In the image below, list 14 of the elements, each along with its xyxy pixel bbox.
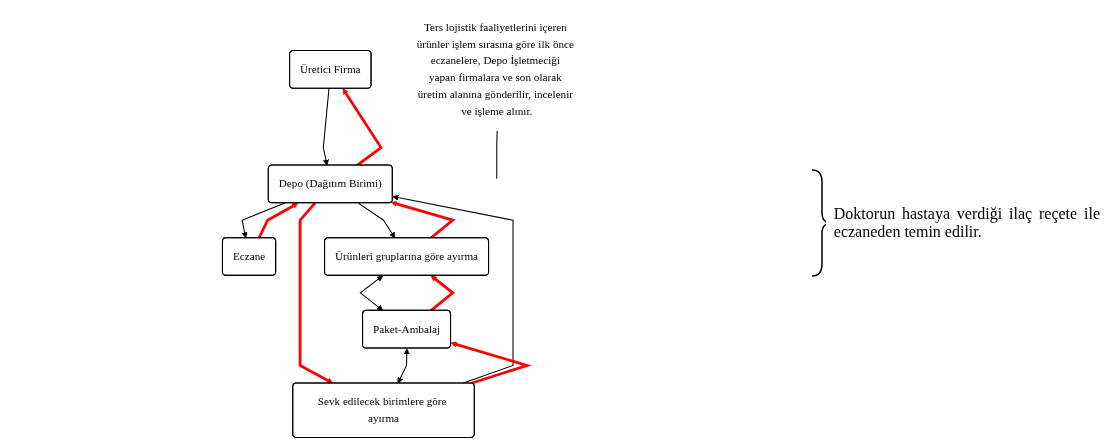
arrow [430, 275, 456, 312]
arrow [359, 275, 384, 311]
connector [496, 129, 498, 180]
note-text: Doktorun hastaya verdiği ilaç reçete ile eczaneden temin edilir. [833, 205, 1100, 241]
arrow [392, 194, 514, 384]
arrow [257, 202, 299, 239]
arrow [397, 348, 410, 384]
arrow [342, 88, 383, 167]
arrow [450, 341, 532, 385]
arrow [322, 88, 330, 166]
arrow [357, 202, 396, 239]
arrow [298, 202, 334, 384]
arrow [241, 202, 286, 239]
node-text: Ters lojistik faaliyetlerini içeren ürünler işlem sırasına göre ilk önce eczanelere, Depo İşletmeciği yapan firmalara ve son olarak üretim alanına gönderilir, incelenir ve işleme alınır. [416, 21, 575, 117]
